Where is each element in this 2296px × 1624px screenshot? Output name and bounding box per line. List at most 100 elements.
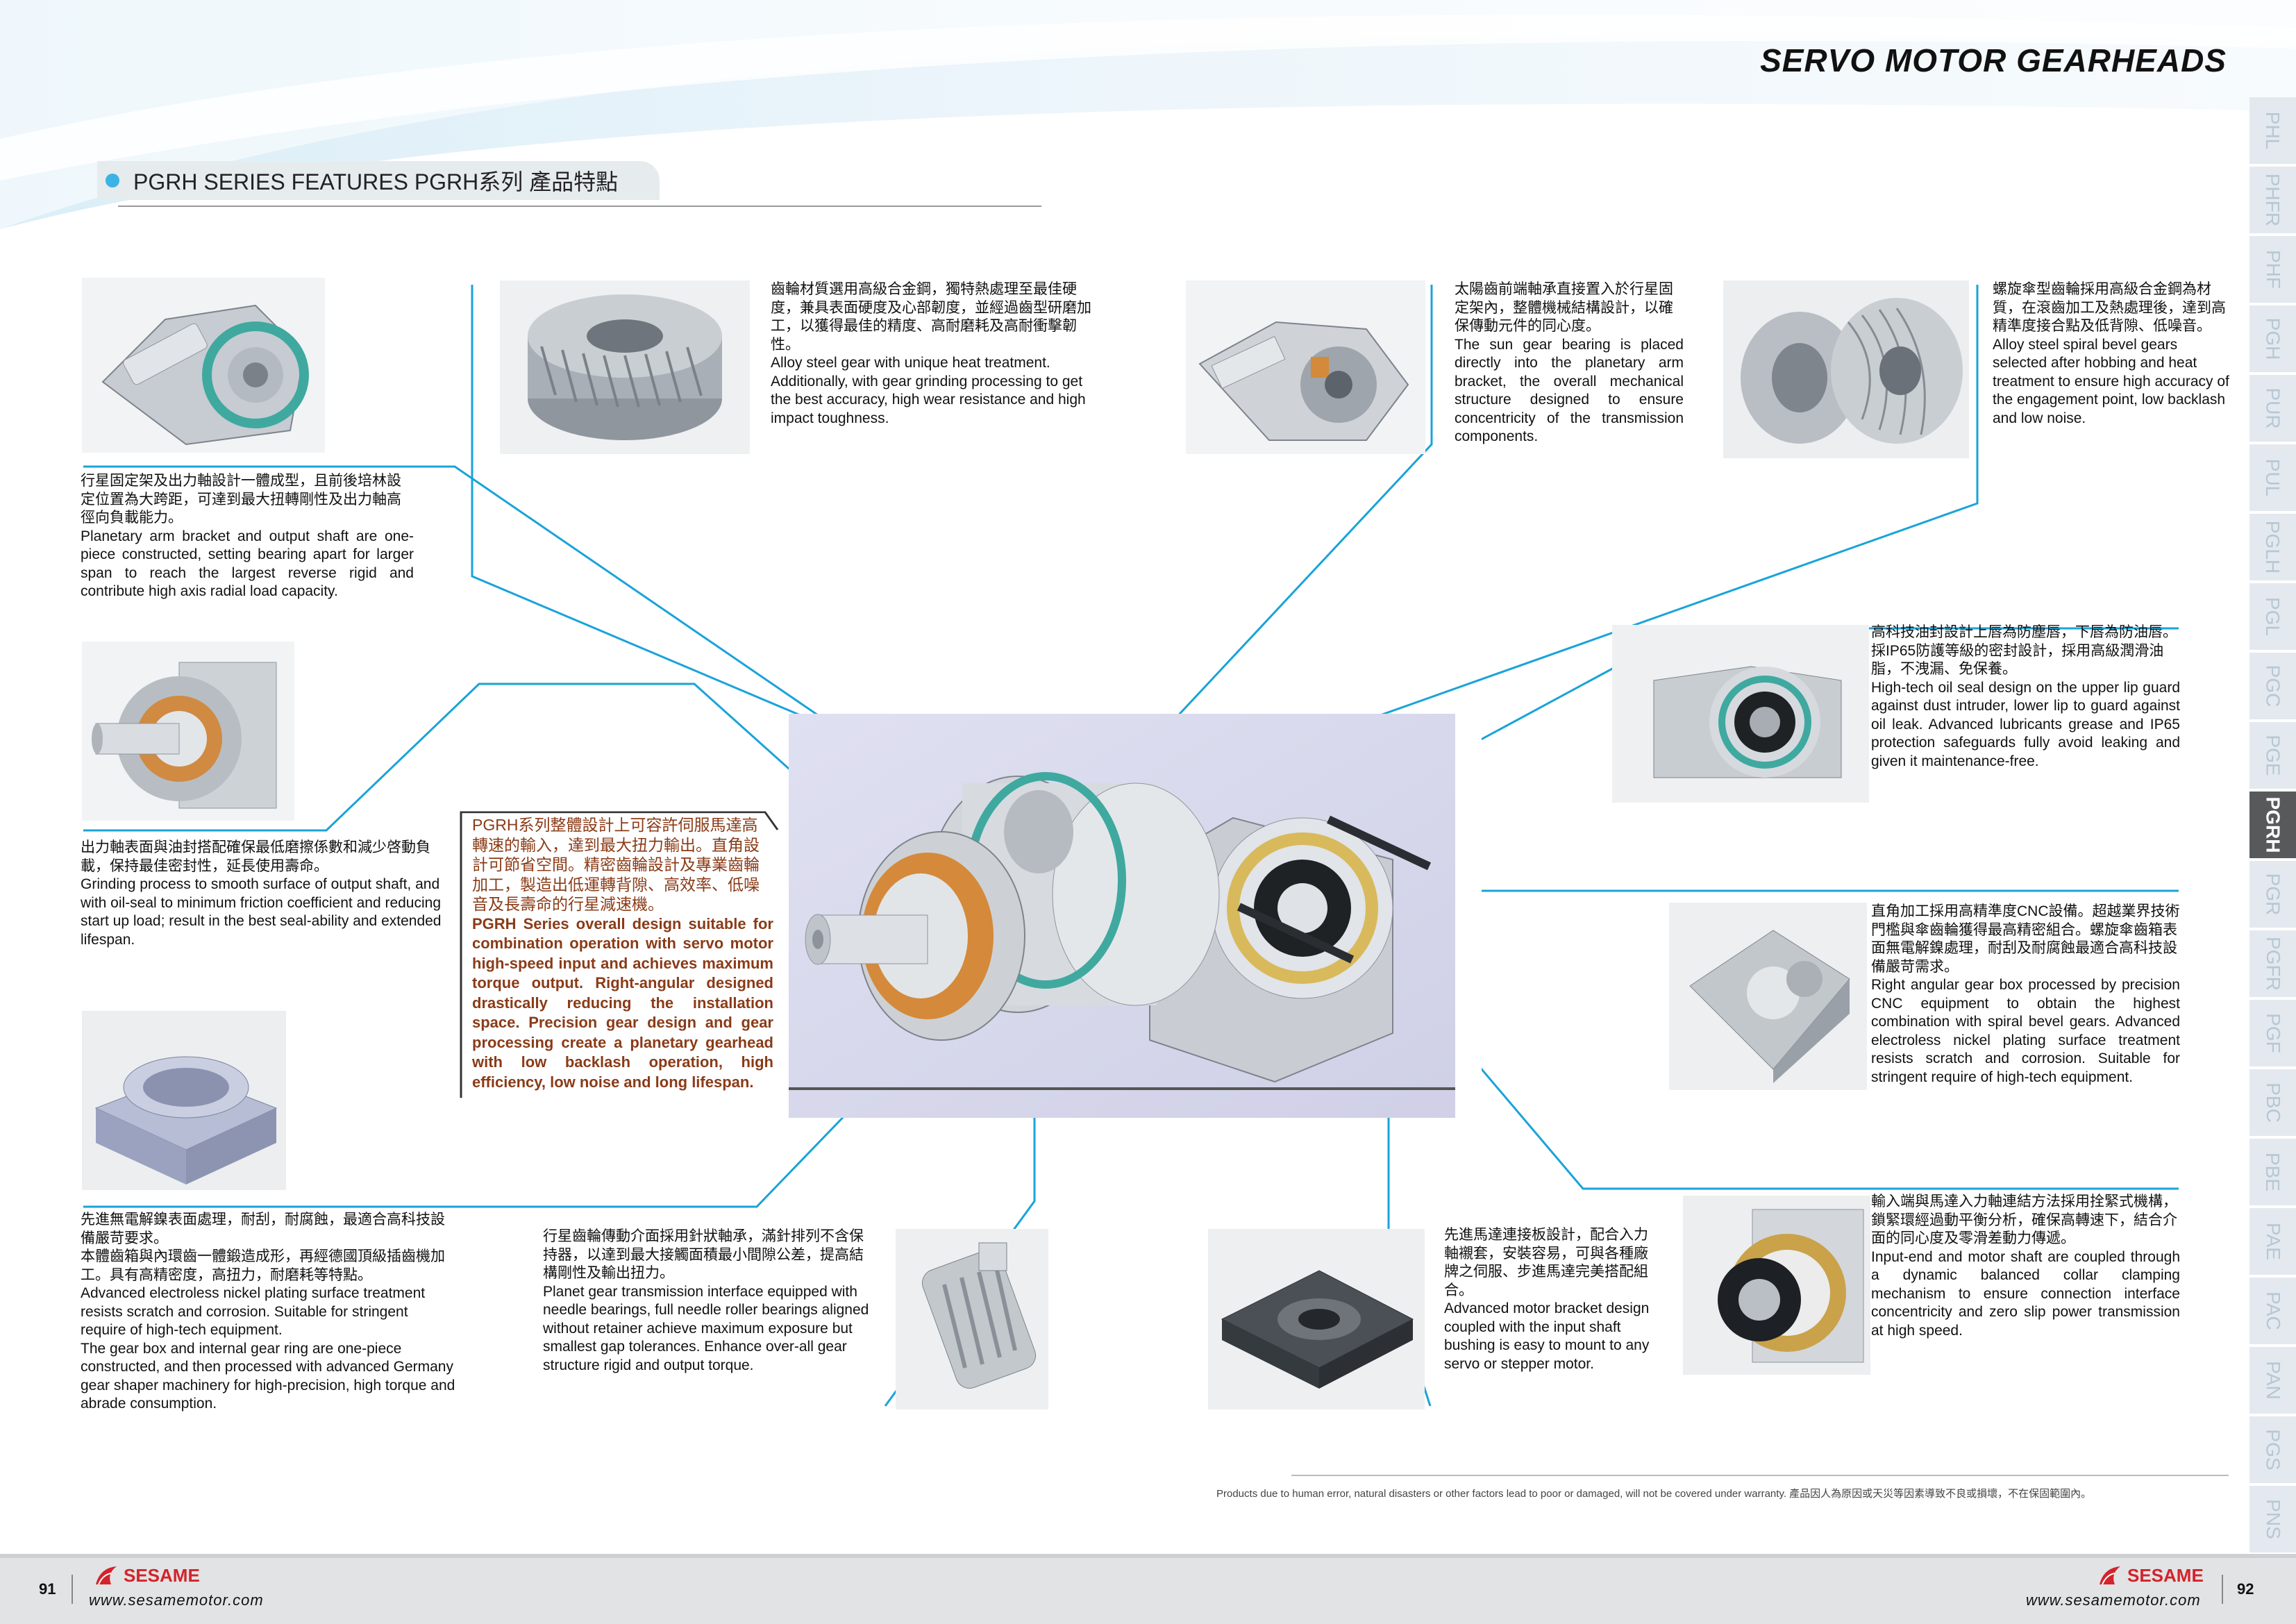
side-tab-label: PBE <box>2262 1152 2284 1192</box>
feature-cnc-housing: 直角加工採用高精準度CNC設備。超越業界技術門檻與傘齒輪獲得最高精密組合。螺旋傘… <box>1871 903 2180 1087</box>
feature-zh: 先進無電解鎳表面處理，耐刮，耐腐蝕，最適合高科技設備嚴苛要求。 <box>81 1212 445 1246</box>
section-title-tab: PGRH SERIES FEATURES PGRH系列 產品特點 <box>97 161 660 200</box>
output-shaft-image <box>82 642 294 821</box>
feature-en: Alloy steel gear with unique heat treatm… <box>771 355 1086 426</box>
feature-en: Planet gear transmission interface equip… <box>543 1283 869 1373</box>
pgrh-gearhead-cutaway-image <box>789 714 1482 1118</box>
feature-en: Input-end and motor shaft are coupled th… <box>1871 1248 2180 1339</box>
side-tab-label: PAC <box>2262 1291 2284 1330</box>
side-tab-pac[interactable]: PAC <box>2249 1278 2296 1344</box>
side-tab-label: PGS <box>2262 1429 2284 1471</box>
feature-en: High-tech oil seal design on the upper l… <box>1871 679 2180 769</box>
warranty-disclaimer: Products due to human error, natural dis… <box>1216 1488 2092 1500</box>
side-tab-phfr[interactable]: PHFR <box>2249 167 2296 233</box>
footer-bar <box>0 1558 2296 1624</box>
feature-zh: 太陽齒前端軸承直接置入於行星固定架內，整體機械結構設計，以確保傳動元件的同心度。 <box>1455 281 1673 334</box>
sesame-logo-icon <box>96 1566 117 1585</box>
motor-bracket-image <box>1208 1229 1425 1409</box>
side-tab-label: PGL <box>2262 596 2284 637</box>
feature-en: The gear box and internal gear ring are … <box>81 1340 455 1412</box>
side-tab-pgs[interactable]: PGS <box>2249 1416 2296 1483</box>
section-title: PGRH SERIES FEATURES PGRH系列 產品特點 <box>133 169 619 194</box>
feature-needle-bearing: 行星齒輪傳動介面採用針狀軸承，滿針排列不含保持器，以達到最大接觸面積最小間隙公差… <box>543 1228 876 1375</box>
feature-en: The sun gear bearing is placed directly … <box>1455 336 1684 445</box>
feature-en: Grinding process to smooth surface of ou… <box>81 876 442 948</box>
feature-zh: 直角加工採用高精準度CNC設備。超越業界技術門檻與傘齒輪獲得最高精密組合。螺旋傘… <box>1871 903 2180 975</box>
side-tab-label: PGLH <box>2262 520 2284 574</box>
side-tab-label: PHL <box>2262 111 2284 150</box>
left-page-number: 91 <box>39 1580 56 1598</box>
side-tab-label: PGH <box>2262 317 2284 360</box>
side-tab-pae[interactable]: PAE <box>2249 1208 2296 1275</box>
feature-output-shaft: 出力軸表面與油封搭配確保最低磨擦係數和減少啓動負載，保持最佳密封性，延長使用壽命… <box>81 839 442 949</box>
feature-oil-seal: 高科技油封設計上唇為防塵唇，下唇為防油唇。採IP65防護等級的密封設計，採用高級… <box>1871 623 2180 771</box>
side-tab-phl[interactable]: PHL <box>2249 97 2296 164</box>
side-tab-label: PGE <box>2262 735 2284 776</box>
sesame-logo-icon <box>2100 1566 2120 1585</box>
feature-zh: 高科技油封設計上唇為防塵唇，下唇為防油唇。採IP65防護等級的密封設計，採用高級… <box>1871 624 2177 677</box>
feature-motor-bracket: 先進馬達連接板設計，配合入力軸襯套，安裝容易，可與各種廠牌之伺服、步進馬達完美搭… <box>1444 1226 1652 1373</box>
collar-clamping-image <box>1683 1196 1870 1375</box>
side-tab-pgc[interactable]: PGC <box>2249 653 2296 719</box>
side-tab-pgr[interactable]: PGR <box>2249 861 2296 928</box>
side-tab-pbe[interactable]: PBE <box>2249 1139 2296 1205</box>
side-tab-pur[interactable]: PUR <box>2249 375 2296 442</box>
side-tab-pul[interactable]: PUL <box>2249 444 2296 511</box>
feature-sun-gear-bearing: 太陽齒前端軸承直接置入於行星固定架內，整體機械結構設計，以確保傳動元件的同心度。… <box>1455 281 1684 446</box>
feature-zh: 螺旋傘型齒輪採用高級合金鋼為材質，在滾齒加工及熱處理後，達到高精準度接合點及低背… <box>1993 281 2226 334</box>
side-tab-pge[interactable]: PGE <box>2249 722 2296 789</box>
side-tab-pglh[interactable]: PGLH <box>2249 514 2296 580</box>
feature-spiral-bevel-gear: 螺旋傘型齒輪採用高級合金鋼為材質，在滾齒加工及熱處理後，達到高精準度接合點及低背… <box>1993 281 2232 428</box>
brand-left: SESAME <box>93 1564 200 1587</box>
side-tab-pns[interactable]: PNS <box>2249 1486 2296 1552</box>
brand-name: SESAME <box>2127 1564 2204 1586</box>
side-tab-label: PBC <box>2262 1082 2284 1123</box>
website-left: www.sesamemotor.com <box>89 1591 264 1609</box>
feature-nickel-plating: 先進無電解鎳表面處理，耐刮，耐腐蝕，最適合高科技設備嚴苛要求。 本體齒箱與內環齒… <box>81 1211 455 1414</box>
feature-zh: 輸入端與馬達入力軸連結方法採用拴緊式機構，鎖緊環經過動平衡分析，確保高轉速下，結… <box>1871 1194 2177 1246</box>
planetary-arm-image <box>82 278 325 453</box>
side-tab-label: PGC <box>2262 664 2284 708</box>
sun-gear-bearing-image <box>1186 281 1425 454</box>
side-tab-pgrh[interactable]: PGRH <box>2249 792 2296 858</box>
feature-zh: 行星固定架及出力軸設計一體成型，且前後培林設定位置為大跨距，可達到最大扭轉剛性及… <box>81 473 401 526</box>
feature-planetary-arm: 行星固定架及出力軸設計一體成型，且前後培林設定位置為大跨距，可達到最大扭轉剛性及… <box>81 472 414 601</box>
feature-zh: 本體齒箱與內環齒一體鍛造成形，再經德國頂級插齒機加工。具有高精密度，高扭力，耐磨… <box>81 1248 445 1283</box>
feature-en: Advanced electroless nickel plating surf… <box>81 1285 426 1338</box>
feature-en: Alloy steel spiral bevel gears selected … <box>1993 336 2229 426</box>
brand-right: SESAME <box>2097 1564 2204 1587</box>
side-tab-pgfr[interactable]: PGFR <box>2249 930 2296 997</box>
disclaimer-divider <box>1291 1475 2229 1476</box>
side-tab-phf[interactable]: PHF <box>2249 236 2296 303</box>
feature-collar-clamping: 輸入端與馬達入力軸連結方法採用拴緊式機構，鎖緊環經過動平衡分析，確保高轉速下，結… <box>1871 1193 2180 1340</box>
side-tab-label: PNS <box>2262 1499 2284 1539</box>
feature-zh: 行星齒輪傳動介面採用針狀軸承，滿針排列不含保持器，以達到最大接觸面積最小間隙公差… <box>543 1228 864 1281</box>
side-tab-label: PGFR <box>2262 937 2284 991</box>
side-tab-pgh[interactable]: PGH <box>2249 305 2296 372</box>
side-tab-label: PHFR <box>2262 173 2284 227</box>
side-tab-pgf[interactable]: PGF <box>2249 1000 2296 1066</box>
footer-divider-left <box>72 1575 73 1604</box>
helical-gear-image <box>500 281 750 454</box>
footer-divider-right <box>2222 1575 2223 1604</box>
side-tab-pan[interactable]: PAN <box>2249 1347 2296 1414</box>
feature-zh: 出力軸表面與油封搭配確保最低磨擦係數和減少啓動負載，保持最佳密封性，延長使用壽命… <box>81 839 430 874</box>
side-tab-label: PAE <box>2262 1223 2284 1260</box>
feature-alloy-gear: 齒輪材質選用高級合金鋼，獨特熱處理至最佳硬度，兼具表面硬度及心部韌度，並經過齒型… <box>771 281 1104 428</box>
side-tab-label: PAN <box>2262 1361 2284 1400</box>
gear-box-ring-image <box>82 1011 286 1190</box>
side-tab-pbc[interactable]: PBC <box>2249 1069 2296 1136</box>
feature-en: Planetary arm bracket and output shaft a… <box>81 528 414 600</box>
side-tab-label: PUR <box>2262 387 2284 429</box>
needle-bearing-image <box>896 1229 1048 1409</box>
website-right: www.sesamemotor.com <box>2026 1591 2201 1609</box>
page-header-title: SERVO MOTOR GEARHEADS <box>1760 42 2227 78</box>
feature-zh: 先進馬達連接板設計，配合入力軸襯套，安裝容易，可與各種廠牌之伺服、步進馬達完美搭… <box>1444 1227 1648 1298</box>
section-divider <box>118 206 1041 207</box>
side-tab-pgl[interactable]: PGL <box>2249 583 2296 650</box>
section-bullet-icon <box>106 174 119 187</box>
side-tab-label: PUL <box>2262 458 2284 497</box>
side-tab-label: PHF <box>2262 250 2284 289</box>
side-tab-label: PGF <box>2262 1013 2284 1053</box>
